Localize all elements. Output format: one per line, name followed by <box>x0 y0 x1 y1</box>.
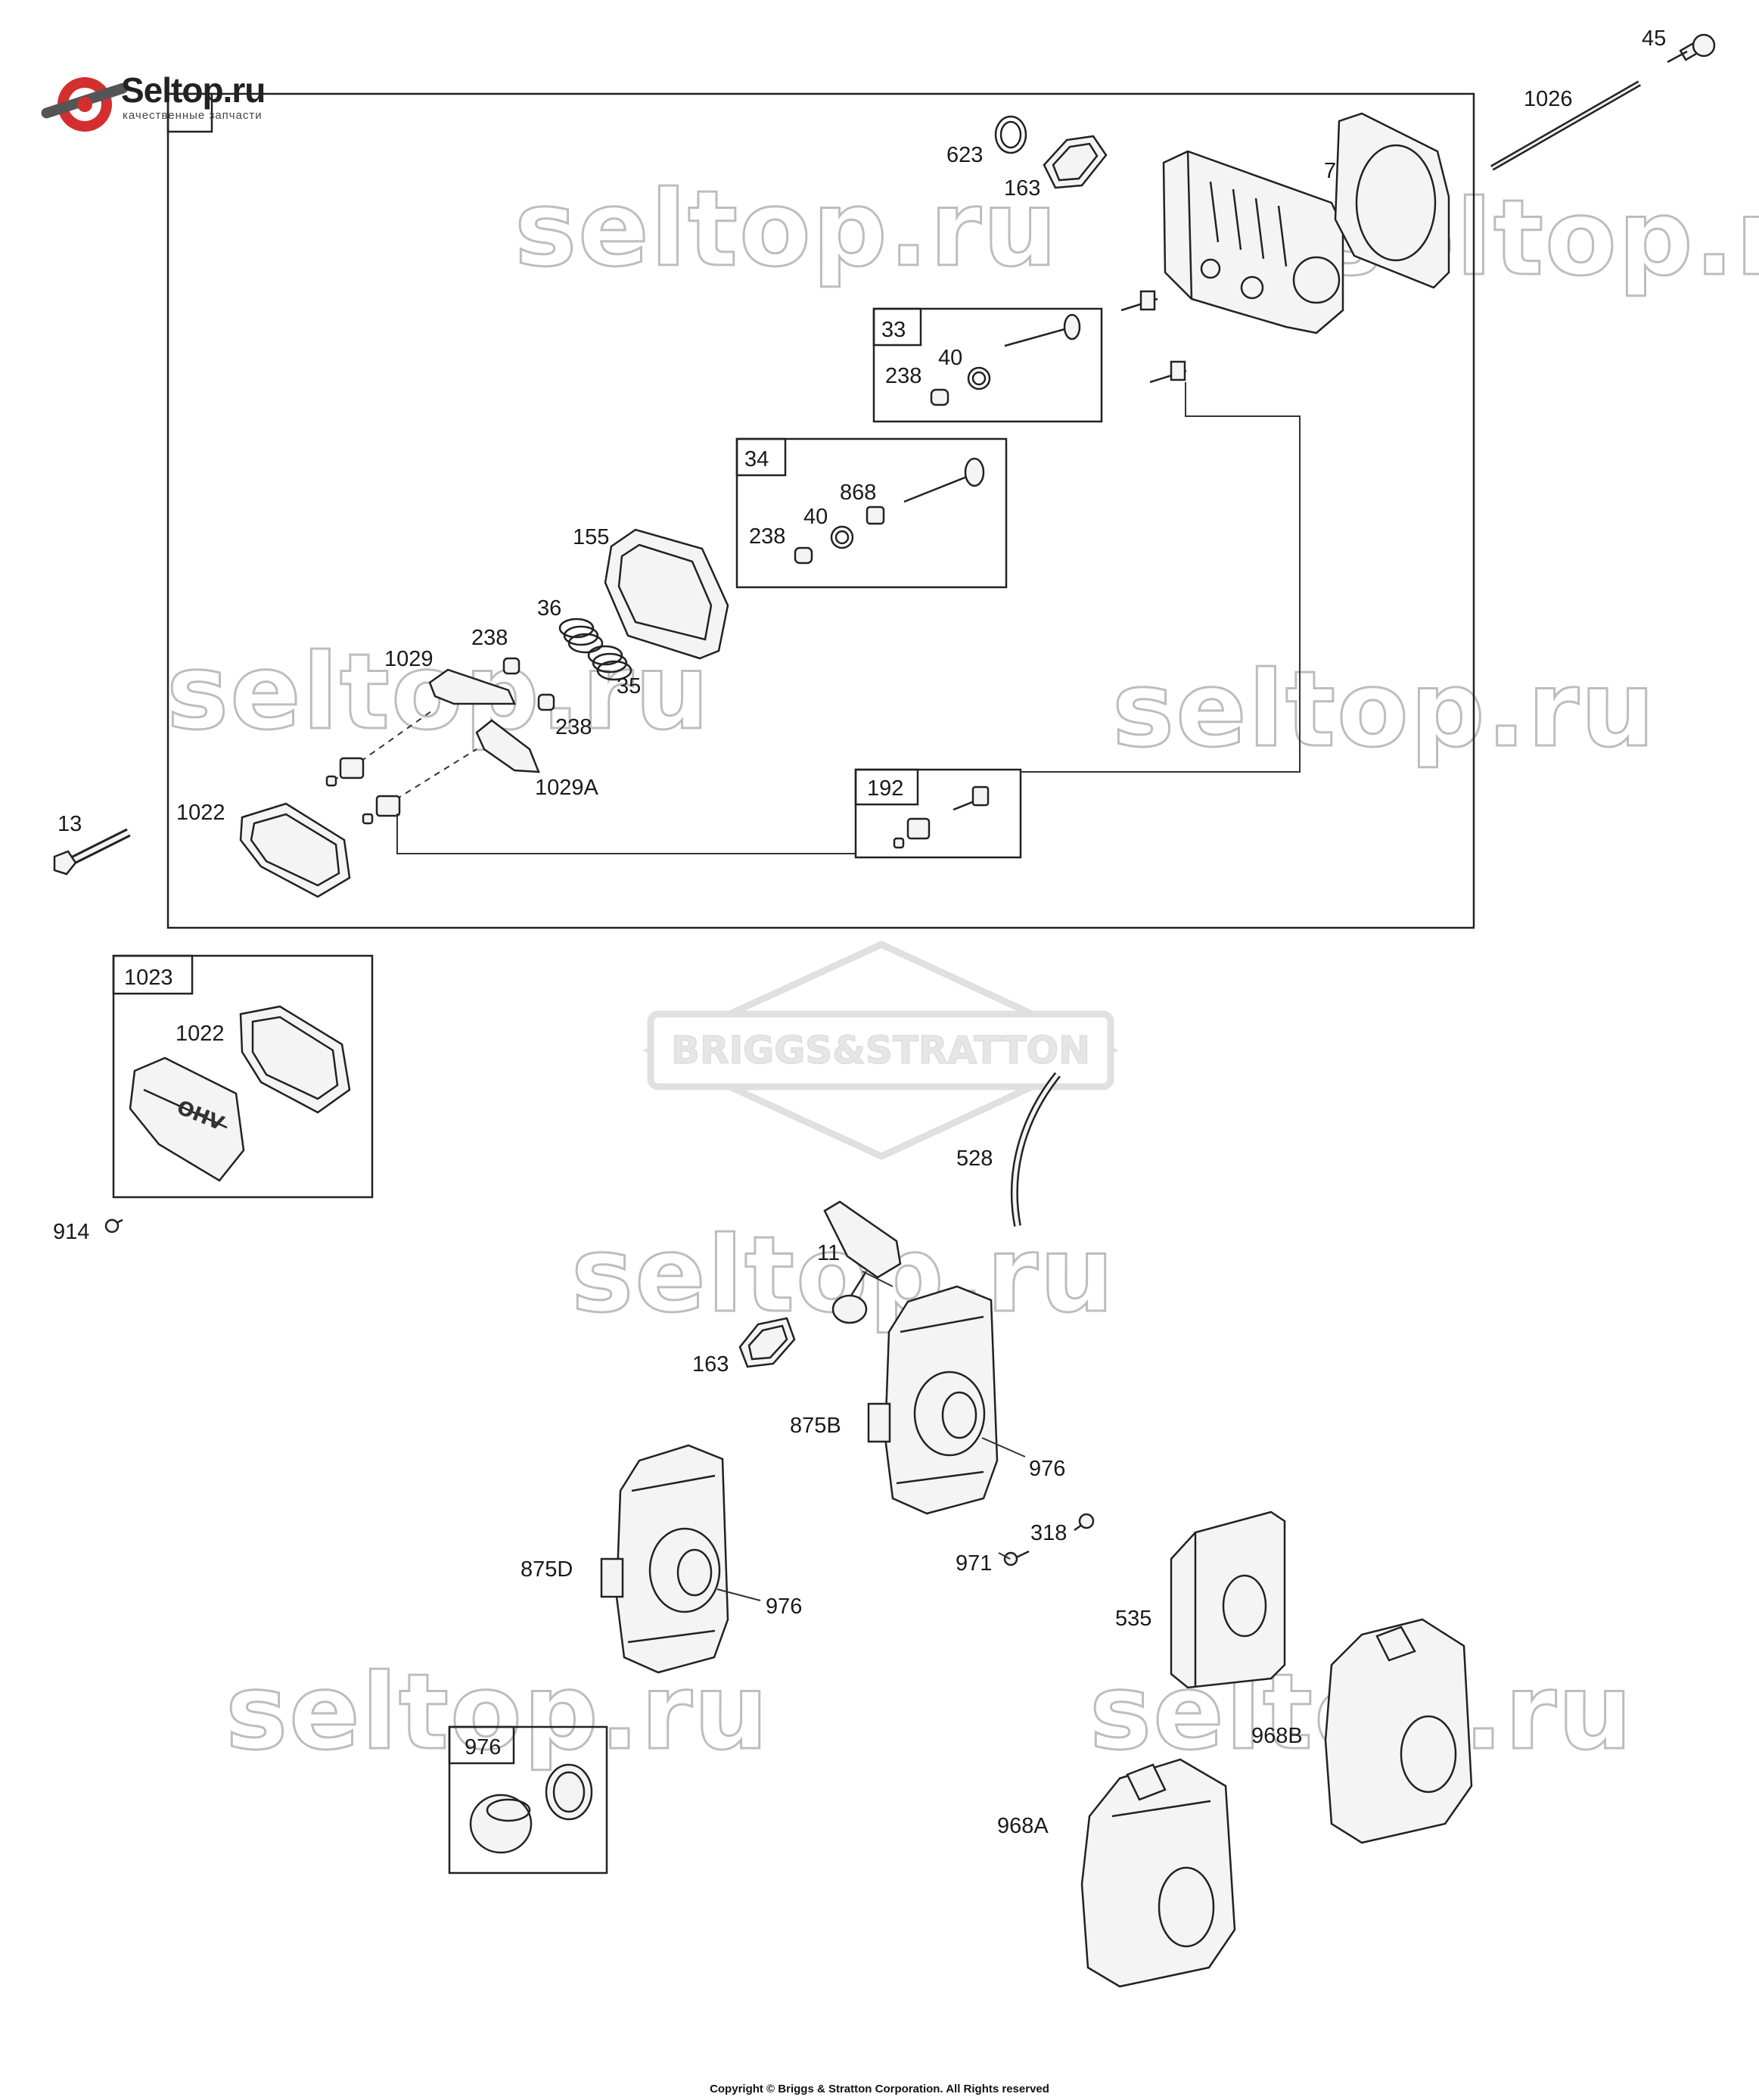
callout-45: 45 <box>1642 26 1666 51</box>
callout-1029a: 1029A <box>535 776 599 800</box>
frame-corner-tab <box>166 92 213 133</box>
callout-971: 971 <box>956 1551 992 1576</box>
callout-40: 40 <box>938 346 962 370</box>
part-535-foam-filter <box>1170 1510 1286 1689</box>
callout-976: 976 <box>766 1594 802 1619</box>
part-1022-gasket <box>239 1005 351 1114</box>
valve-33 <box>930 313 1081 406</box>
callout-1022: 1022 <box>176 1022 225 1046</box>
callout-875b: 875B <box>790 1414 841 1438</box>
callout-labels: 45 1026 623 163 7 40 238 868 40 238 155 … <box>53 26 1666 1838</box>
seltop-logo-mark <box>41 77 129 132</box>
part-875b-air-filter-base <box>867 1285 999 1515</box>
callout-163: 163 <box>692 1352 729 1377</box>
callout-1029: 1029 <box>384 647 434 671</box>
part-13-bolt <box>53 828 131 876</box>
part-238-cap <box>502 657 521 675</box>
callout-238: 238 <box>555 715 592 739</box>
watermark-text: seltop.ru <box>514 168 1058 290</box>
part-623-o-ring <box>994 115 1027 154</box>
callout-968b: 968B <box>1251 1724 1303 1748</box>
kit-box-192 <box>854 768 1022 859</box>
callout-868: 868 <box>840 481 876 505</box>
box-label-34: 34 <box>744 447 769 471</box>
callout-13: 13 <box>57 812 82 836</box>
valve-guide-pins <box>1120 290 1187 384</box>
callout-7: 7 <box>1324 159 1336 183</box>
leader-line <box>1021 382 1301 773</box>
rocker-studs <box>325 757 401 825</box>
part-163-gasket <box>738 1317 796 1368</box>
kit-box-33 <box>872 307 1103 423</box>
part-ohv-rocker-cover: OHV <box>129 1056 245 1182</box>
part-971-screw <box>1003 1550 1030 1566</box>
callout-968a: 968A <box>997 1814 1049 1838</box>
part-45-bolt <box>1667 33 1716 64</box>
callout-40: 40 <box>803 505 828 529</box>
box-label-976: 976 <box>465 1735 501 1759</box>
callout-35: 35 <box>617 674 641 698</box>
callout-11: 11 <box>817 1241 840 1265</box>
callout-1022: 1022 <box>176 801 225 825</box>
part-914-screw <box>104 1218 123 1234</box>
part-163-gasket <box>1043 135 1108 189</box>
copyright-notice: Copyright © Briggs & Stratton Corporatio… <box>710 2083 1049 2095</box>
part-35-valve-spring <box>587 645 632 681</box>
callout-155: 155 <box>573 525 609 549</box>
callout-163: 163 <box>1004 176 1040 201</box>
part-968b-filter-cover <box>1324 1618 1473 1844</box>
logo-name[interactable]: Seltop.ru <box>121 70 266 110</box>
part-1022-gasket <box>239 802 351 898</box>
part-1029-rocker-arm <box>428 668 516 705</box>
callout-238: 238 <box>749 524 785 549</box>
leader-line <box>396 814 855 854</box>
callout-875d: 875D <box>521 1557 573 1582</box>
watermark-text: seltop.ru <box>225 1651 769 1773</box>
leader-lines <box>716 1271 1026 1601</box>
callout-238: 238 <box>471 626 508 650</box>
part-155-rocker-housing <box>604 528 729 660</box>
part-968a-filter-cover <box>1080 1758 1236 1988</box>
watermark-layer: seltop.ru seltop.ru seltop.ru seltop.ru … <box>166 167 1759 1775</box>
kit-box-1023 <box>112 954 374 1199</box>
callout-623: 623 <box>946 143 983 167</box>
kit-box-34 <box>735 437 1008 589</box>
briggs-stratton-watermark-logo: BRIGGS&STRATTON <box>642 941 1119 1160</box>
part-36-valve-spring <box>558 618 604 654</box>
callout-914: 914 <box>53 1220 89 1244</box>
callout-36: 36 <box>537 596 561 621</box>
part-238-cap <box>537 693 555 711</box>
watermark-text: seltop.ru <box>1112 649 1656 770</box>
part-11-intake-elbow <box>823 1200 902 1324</box>
part-976-filter-element <box>469 1763 593 1854</box>
box-label-192: 192 <box>867 776 903 801</box>
rocker-stud-kit <box>893 786 990 849</box>
box-label-33: 33 <box>881 318 906 342</box>
callout-976: 976 <box>1029 1457 1065 1481</box>
cylinder-head-assembly-frame <box>166 92 1475 929</box>
part-318-screw <box>1074 1513 1095 1532</box>
callout-1026: 1026 <box>1524 87 1573 111</box>
callout-535: 535 <box>1115 1607 1151 1631</box>
kit-box-976 <box>448 1725 608 1874</box>
callout-238: 238 <box>885 364 921 388</box>
part-875d-air-filter-base <box>600 1444 729 1674</box>
logo-tagline: качественные запчасти <box>123 109 263 122</box>
part-7-cylinder-head <box>1162 150 1344 334</box>
callout-528: 528 <box>956 1146 993 1171</box>
part-1029a-rocker-arm <box>475 719 540 773</box>
callout-318: 318 <box>1030 1521 1067 1545</box>
box-label-1023: 1023 <box>124 966 173 990</box>
valve-34 <box>794 457 985 565</box>
briggs-watermark-text: BRIGGS&STRATTON <box>671 1028 1090 1072</box>
